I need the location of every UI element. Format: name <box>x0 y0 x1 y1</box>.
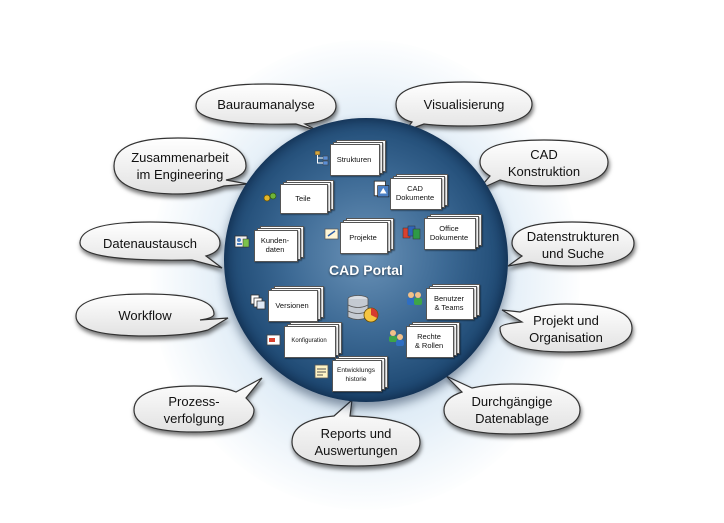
stack-label-projekte: Projekte <box>349 232 377 242</box>
stack-label-versionen: Versionen <box>275 300 309 310</box>
stack-label-konfiguration: Konfiguration <box>291 337 327 344</box>
portal-title: CAD Portal <box>329 262 403 278</box>
versions-icon <box>250 294 266 310</box>
stack-label-strukturen: Strukturen <box>336 154 372 164</box>
bubble-label-reports: Reports und Auswertungen <box>314 426 398 458</box>
stack-benutzer-teams: Benutzer & Teams <box>426 284 480 322</box>
bubble-label-datenablage: Durchgängige Datenablage <box>471 394 553 426</box>
stack-label-teile: Teile <box>295 193 311 203</box>
stack-entwicklungshistorie: Entwicklungs historie <box>332 356 388 394</box>
bubble-label-datenstrukturen: Datenstrukturen und Suche <box>526 229 620 261</box>
stack-konfiguration: Konfiguration <box>284 322 342 360</box>
stack-label-kundendaten: Kunden- daten <box>260 236 290 254</box>
parts-icon <box>263 192 277 202</box>
bubble-zusammenarbeit <box>113 137 249 195</box>
stack-office-dokumente: Office Dokumente <box>424 214 482 252</box>
stack-label-benutzer-teams: Benutzer & Teams <box>433 294 465 312</box>
bubble-datenaustausch <box>79 221 223 269</box>
stack-label-office-dokumente: Office Dokumente <box>429 224 469 242</box>
bubble-label-workflow: Workflow <box>118 308 172 323</box>
notepad-icon <box>324 228 339 240</box>
bubble-bauraumanalyse <box>195 83 337 132</box>
key-users-icon <box>389 330 404 346</box>
stack-label-rechte-rollen: Rechte & Rollen <box>414 332 444 350</box>
bubble-label-prozessverfolgung: Prozess- verfolgung <box>163 394 225 426</box>
database-icon <box>347 295 379 323</box>
bubble-prozessverfolgung <box>133 377 263 433</box>
stack-rechte-rollen: Rechte & Rollen <box>406 322 460 360</box>
bubble-label-datenaustausch: Datenaustausch <box>103 236 197 251</box>
bubble-label-bauraumanalyse: Bauraumanalyse <box>217 97 315 112</box>
bubble-datenablage <box>443 375 581 435</box>
bubble-reports <box>291 398 421 467</box>
stack-cad-dokumente: CAD Dokumente <box>390 174 448 212</box>
stack-strukturen: Strukturen <box>330 140 386 178</box>
stack-label-entwicklungshistorie: Entwicklungs historie <box>337 367 375 383</box>
history-icon <box>314 364 329 379</box>
stack-kundendaten: Kunden- daten <box>254 226 304 264</box>
bubble-label-projekt-organisation: Projekt und Organisation <box>529 313 603 345</box>
cad-file-icon <box>373 180 390 198</box>
bubble-projekt-organisation <box>499 303 633 353</box>
bubble-cad-konstruktion <box>477 139 609 191</box>
bubble-label-visualisierung: Visualisierung <box>423 97 505 112</box>
bubble-visualisierung <box>395 81 533 133</box>
config-icon <box>266 334 281 346</box>
stack-versionen: Versionen <box>268 286 324 324</box>
hierarchy-icon <box>314 150 329 166</box>
bubble-label-cad-konstruktion: CAD Konstruktion <box>507 147 581 179</box>
stack-label-cad-dokumente: CAD Dokumente <box>395 184 435 202</box>
stack-projekte: Projekte <box>340 218 394 256</box>
users-icon <box>407 292 422 305</box>
stack-teile: Teile <box>280 180 334 216</box>
contact-card-icon <box>234 235 250 248</box>
bubble-datenstrukturen <box>507 221 635 267</box>
bubble-workflow <box>75 293 229 337</box>
bubble-label-zusammenarbeit: Zusammenarbeit im Engineering <box>131 150 229 182</box>
office-files-icon <box>402 225 421 240</box>
